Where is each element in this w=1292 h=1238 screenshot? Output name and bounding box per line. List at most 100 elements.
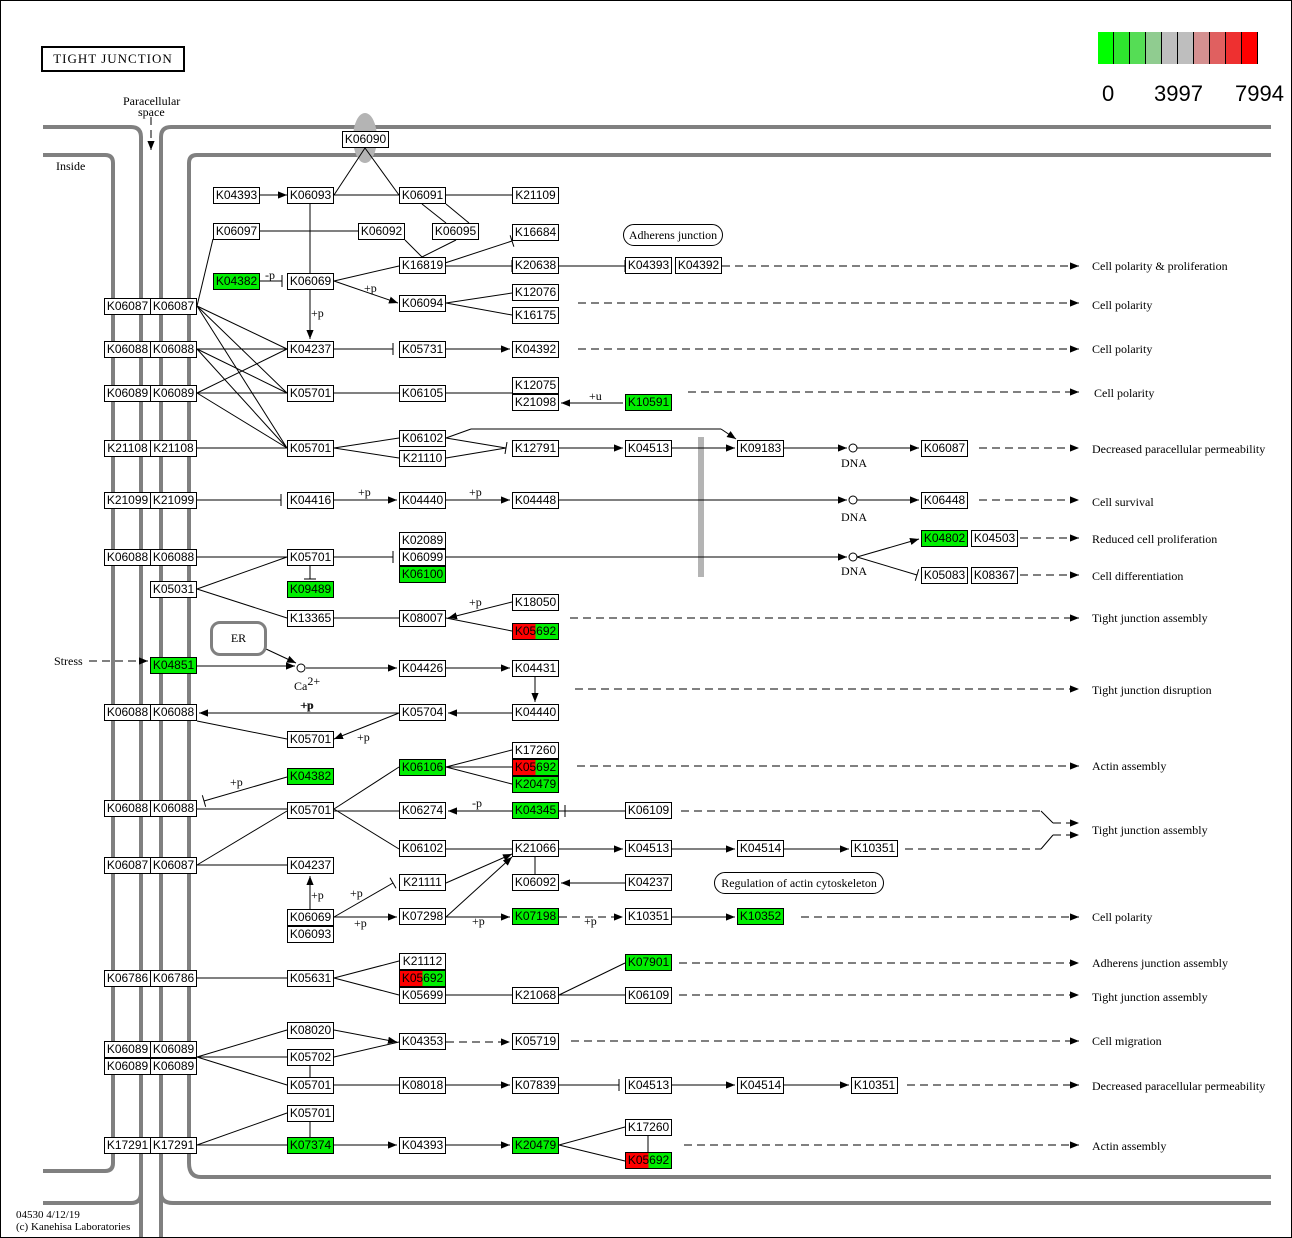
gene-node-k12076[interactable]: K12076	[512, 284, 559, 301]
gene-node-k06087[interactable]: K06087	[104, 857, 151, 874]
gene-node-k07839[interactable]: K07839	[512, 1077, 559, 1094]
gene-node-k04416[interactable]: K04416	[287, 492, 334, 509]
gene-node-k06087[interactable]: K06087	[921, 440, 968, 457]
gene-node-k05701[interactable]: K05701	[287, 549, 334, 566]
outcome-label[interactable]: Cell polarity & proliferation	[1092, 259, 1228, 273]
gene-node-k04851[interactable]: K04851	[150, 657, 197, 674]
gene-node-k10351[interactable]: K10351	[851, 840, 898, 857]
gene-node-k21068[interactable]: K21068	[512, 987, 559, 1004]
gene-node-k06089[interactable]: K06089	[150, 1058, 197, 1075]
gene-node-k06105[interactable]: K06105	[399, 385, 446, 402]
gene-node-k06088[interactable]: K06088	[150, 704, 197, 721]
gene-node-k12791[interactable]: K12791	[512, 440, 559, 457]
gene-node-k06089[interactable]: K06089	[104, 1041, 151, 1058]
gene-node-k06088[interactable]: K06088	[150, 549, 197, 566]
gene-node-k04382[interactable]: K04382	[213, 273, 260, 290]
gene-node-k09489[interactable]: K09489	[287, 581, 334, 598]
gene-node-k21109[interactable]: K21109	[512, 187, 559, 204]
gene-node-k16684[interactable]: K16684	[512, 224, 559, 241]
gene-node-k06274[interactable]: K06274	[399, 802, 446, 819]
gene-node-k06088[interactable]: K06088	[104, 341, 151, 358]
gene-node-k05692[interactable]: K05692	[625, 1152, 672, 1169]
gene-node-k06089[interactable]: K06089	[150, 385, 197, 402]
gene-node-k06088[interactable]: K06088	[104, 800, 151, 817]
gene-node-k06109[interactable]: K06109	[625, 802, 672, 819]
gene-node-k05083[interactable]: K05083	[921, 567, 968, 584]
gene-node-k21098[interactable]: K21098	[512, 394, 559, 411]
gene-node-k06093[interactable]: K06093	[287, 926, 334, 943]
gene-node-k06088[interactable]: K06088	[104, 549, 151, 566]
gene-node-k10351[interactable]: K10351	[625, 908, 672, 925]
gene-node-k04393[interactable]: K04393	[213, 187, 260, 204]
gene-node-k09183[interactable]: K09183	[737, 440, 784, 457]
gene-node-k06088[interactable]: K06088	[150, 800, 197, 817]
gene-node-k07374[interactable]: K07374	[287, 1137, 334, 1154]
outcome-label[interactable]: Tight junction assembly	[1092, 823, 1208, 837]
gene-node-k05701[interactable]: K05701	[287, 440, 334, 457]
gene-node-k04503[interactable]: K04503	[971, 530, 1018, 547]
gene-node-k05701[interactable]: K05701	[287, 1105, 334, 1122]
gene-node-k04392[interactable]: K04392	[512, 341, 559, 358]
gene-node-k06087[interactable]: K06087	[150, 298, 197, 315]
map-link-adherens-junction[interactable]: Adherens junction	[623, 224, 723, 246]
gene-node-k06087[interactable]: K06087	[150, 857, 197, 874]
gene-node-k08007[interactable]: K08007	[399, 610, 446, 627]
outcome-label[interactable]: Cell polarity	[1092, 298, 1153, 312]
gene-node-k20638[interactable]: K20638	[512, 257, 559, 274]
outcome-label[interactable]: Cell survival	[1092, 495, 1154, 509]
gene-node-k10351[interactable]: K10351	[851, 1077, 898, 1094]
gene-node-k06109[interactable]: K06109	[625, 987, 672, 1004]
gene-node-k06089[interactable]: K06089	[150, 1041, 197, 1058]
gene-node-k06092[interactable]: K06092	[512, 874, 559, 891]
gene-node-k04513[interactable]: K04513	[625, 1077, 672, 1094]
gene-node-k05692[interactable]: K05692	[512, 759, 559, 776]
gene-node-k20479[interactable]: K20479	[512, 776, 559, 793]
gene-node-k21099[interactable]: K21099	[150, 492, 197, 509]
gene-node-k06089[interactable]: K06089	[104, 1058, 151, 1075]
gene-node-k08018[interactable]: K08018	[399, 1077, 446, 1094]
gene-node-k17260[interactable]: K17260	[625, 1119, 672, 1136]
gene-node-k04237[interactable]: K04237	[287, 857, 334, 874]
outcome-label[interactable]: Cell polarity	[1094, 386, 1155, 400]
gene-node-k04514[interactable]: K04514	[737, 1077, 784, 1094]
gene-node-k08020[interactable]: K08020	[287, 1022, 334, 1039]
gene-node-k06090[interactable]: K06090	[342, 131, 389, 148]
gene-node-k21066[interactable]: K21066	[512, 840, 559, 857]
gene-node-k06448[interactable]: K06448	[921, 492, 968, 509]
outcome-label[interactable]: Tight junction assembly	[1092, 611, 1208, 625]
gene-node-k21110[interactable]: K21110	[399, 450, 446, 467]
gene-node-k06095[interactable]: K06095	[432, 223, 479, 240]
gene-node-k16175[interactable]: K16175	[512, 307, 559, 324]
gene-node-k17291[interactable]: K17291	[104, 1137, 151, 1154]
outcome-label[interactable]: Reduced cell proliferation	[1092, 532, 1218, 546]
gene-node-k04237[interactable]: K04237	[287, 341, 334, 358]
gene-node-k05699[interactable]: K05699	[399, 987, 446, 1004]
gene-node-k13365[interactable]: K13365	[287, 610, 334, 627]
gene-node-k06093[interactable]: K06093	[287, 187, 334, 204]
gene-node-k04237[interactable]: K04237	[625, 874, 672, 891]
gene-node-k04353[interactable]: K04353	[399, 1033, 446, 1050]
gene-node-k06069[interactable]: K06069	[287, 909, 334, 926]
map-link-actin-cytoskeleton[interactable]: Regulation of actin cytoskeleton	[714, 872, 884, 894]
gene-node-k06102[interactable]: K06102	[399, 430, 446, 447]
gene-node-k21108[interactable]: K21108	[150, 440, 197, 457]
outcome-label[interactable]: Actin assembly	[1092, 1139, 1167, 1153]
pathway-title[interactable]: TIGHT JUNCTION	[41, 46, 185, 72]
gene-node-k05702[interactable]: K05702	[287, 1049, 334, 1066]
gene-node-k06094[interactable]: K06094	[399, 295, 446, 312]
gene-node-k06102[interactable]: K06102	[399, 840, 446, 857]
gene-node-k17260[interactable]: K17260	[512, 742, 559, 759]
gene-node-k05631[interactable]: K05631	[287, 970, 334, 987]
gene-node-k04393[interactable]: K04393	[399, 1137, 446, 1154]
gene-node-k16819[interactable]: K16819	[399, 257, 446, 274]
outcome-label[interactable]: Tight junction assembly	[1092, 990, 1208, 1004]
gene-node-k05731[interactable]: K05731	[399, 341, 446, 358]
gene-node-k05701[interactable]: K05701	[287, 385, 334, 402]
gene-node-k04513[interactable]: K04513	[625, 440, 672, 457]
outcome-label[interactable]: Cell migration	[1092, 1034, 1162, 1048]
gene-node-k05704[interactable]: K05704	[399, 704, 446, 721]
gene-node-k04440[interactable]: K04440	[512, 704, 559, 721]
gene-node-k02089[interactable]: K02089	[399, 532, 446, 549]
gene-node-k07298[interactable]: K07298	[399, 908, 446, 925]
gene-node-k06069[interactable]: K06069	[287, 273, 334, 290]
